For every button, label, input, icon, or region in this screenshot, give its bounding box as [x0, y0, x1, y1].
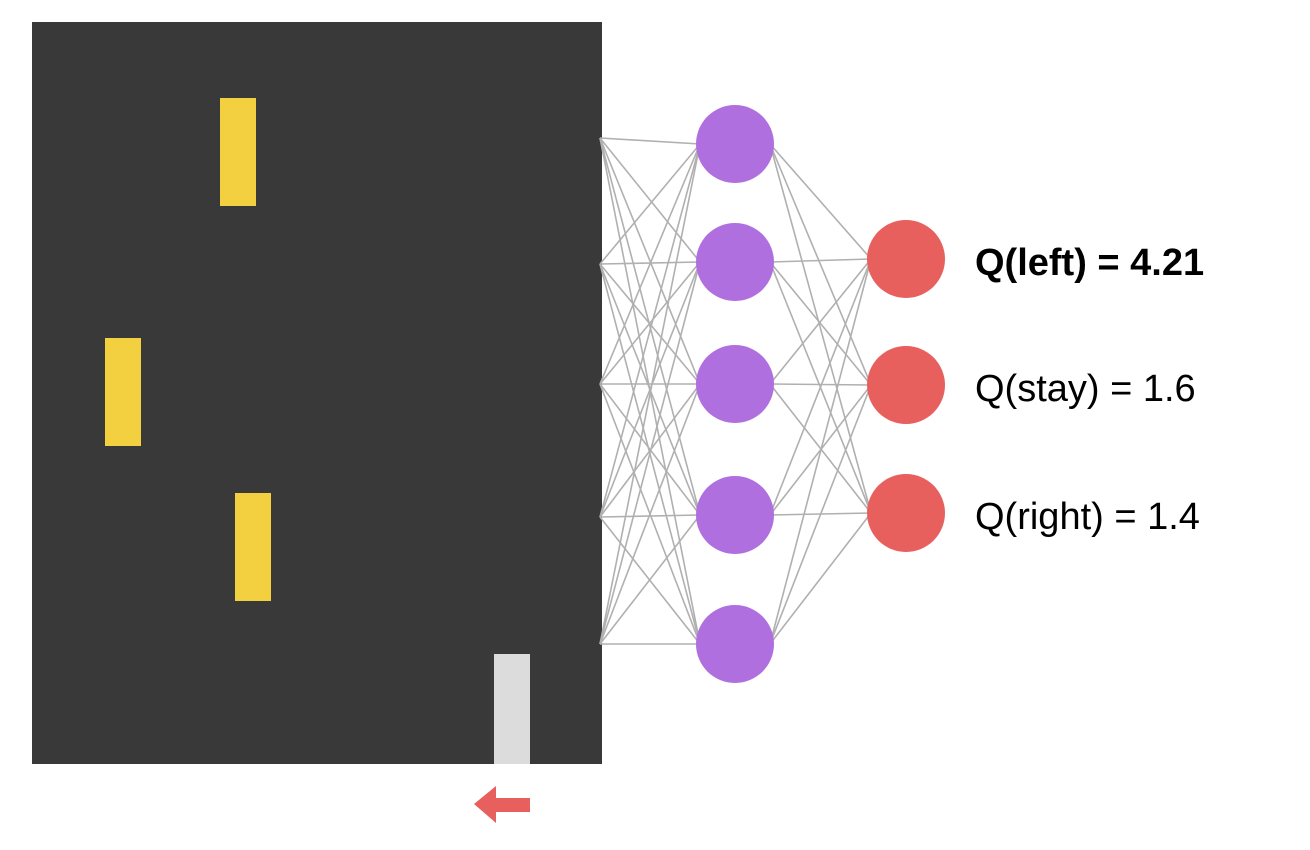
network-connections — [599, 137, 872, 645]
hidden-output-connection — [769, 258, 872, 385]
hidden-output-connection — [769, 143, 872, 386]
player-paddle — [494, 654, 530, 764]
hidden-neuron — [696, 345, 774, 423]
q-stay-label: Q(stay) = 1.6 — [975, 368, 1196, 410]
input-hidden-connection — [599, 143, 701, 385]
q-right-label: Q(right) = 1.4 — [975, 496, 1200, 538]
input-hidden-connection — [599, 137, 701, 145]
input-hidden-connection — [599, 143, 701, 265]
left-arrow-icon — [474, 786, 530, 823]
falling-block — [105, 338, 141, 446]
output-layer — [867, 220, 945, 552]
input-hidden-connection — [599, 143, 701, 645]
input-hidden-connection — [599, 261, 701, 518]
input-hidden-connection — [599, 137, 701, 385]
falling-block — [235, 493, 271, 601]
input-hidden-connection — [599, 514, 701, 645]
hidden-layer — [696, 105, 774, 683]
falling-block — [220, 98, 256, 206]
hidden-output-connection — [769, 261, 872, 386]
hidden-output-connection — [769, 258, 872, 516]
input-hidden-connection — [599, 137, 701, 263]
output-neuron — [867, 346, 945, 424]
hidden-neuron — [696, 223, 774, 301]
game-screen — [32, 22, 602, 764]
output-neuron — [867, 220, 945, 298]
hidden-output-connection — [769, 258, 872, 263]
hidden-output-connection — [769, 383, 872, 386]
hidden-output-connection — [769, 143, 872, 260]
input-hidden-connection — [599, 137, 701, 516]
hidden-output-connection — [769, 258, 872, 645]
output-neuron — [867, 474, 945, 552]
q-left-label: Q(left) = 4.21 — [975, 242, 1205, 284]
hidden-output-connection — [769, 512, 872, 645]
hidden-output-connection — [769, 384, 872, 645]
input-hidden-connection — [599, 261, 701, 385]
hidden-output-connection — [769, 143, 872, 514]
input-hidden-connection — [599, 383, 701, 645]
hidden-neuron — [696, 605, 774, 683]
hidden-neuron — [696, 105, 774, 183]
input-hidden-connection — [599, 143, 701, 518]
input-hidden-connection — [599, 261, 701, 645]
hidden-neuron — [696, 476, 774, 554]
